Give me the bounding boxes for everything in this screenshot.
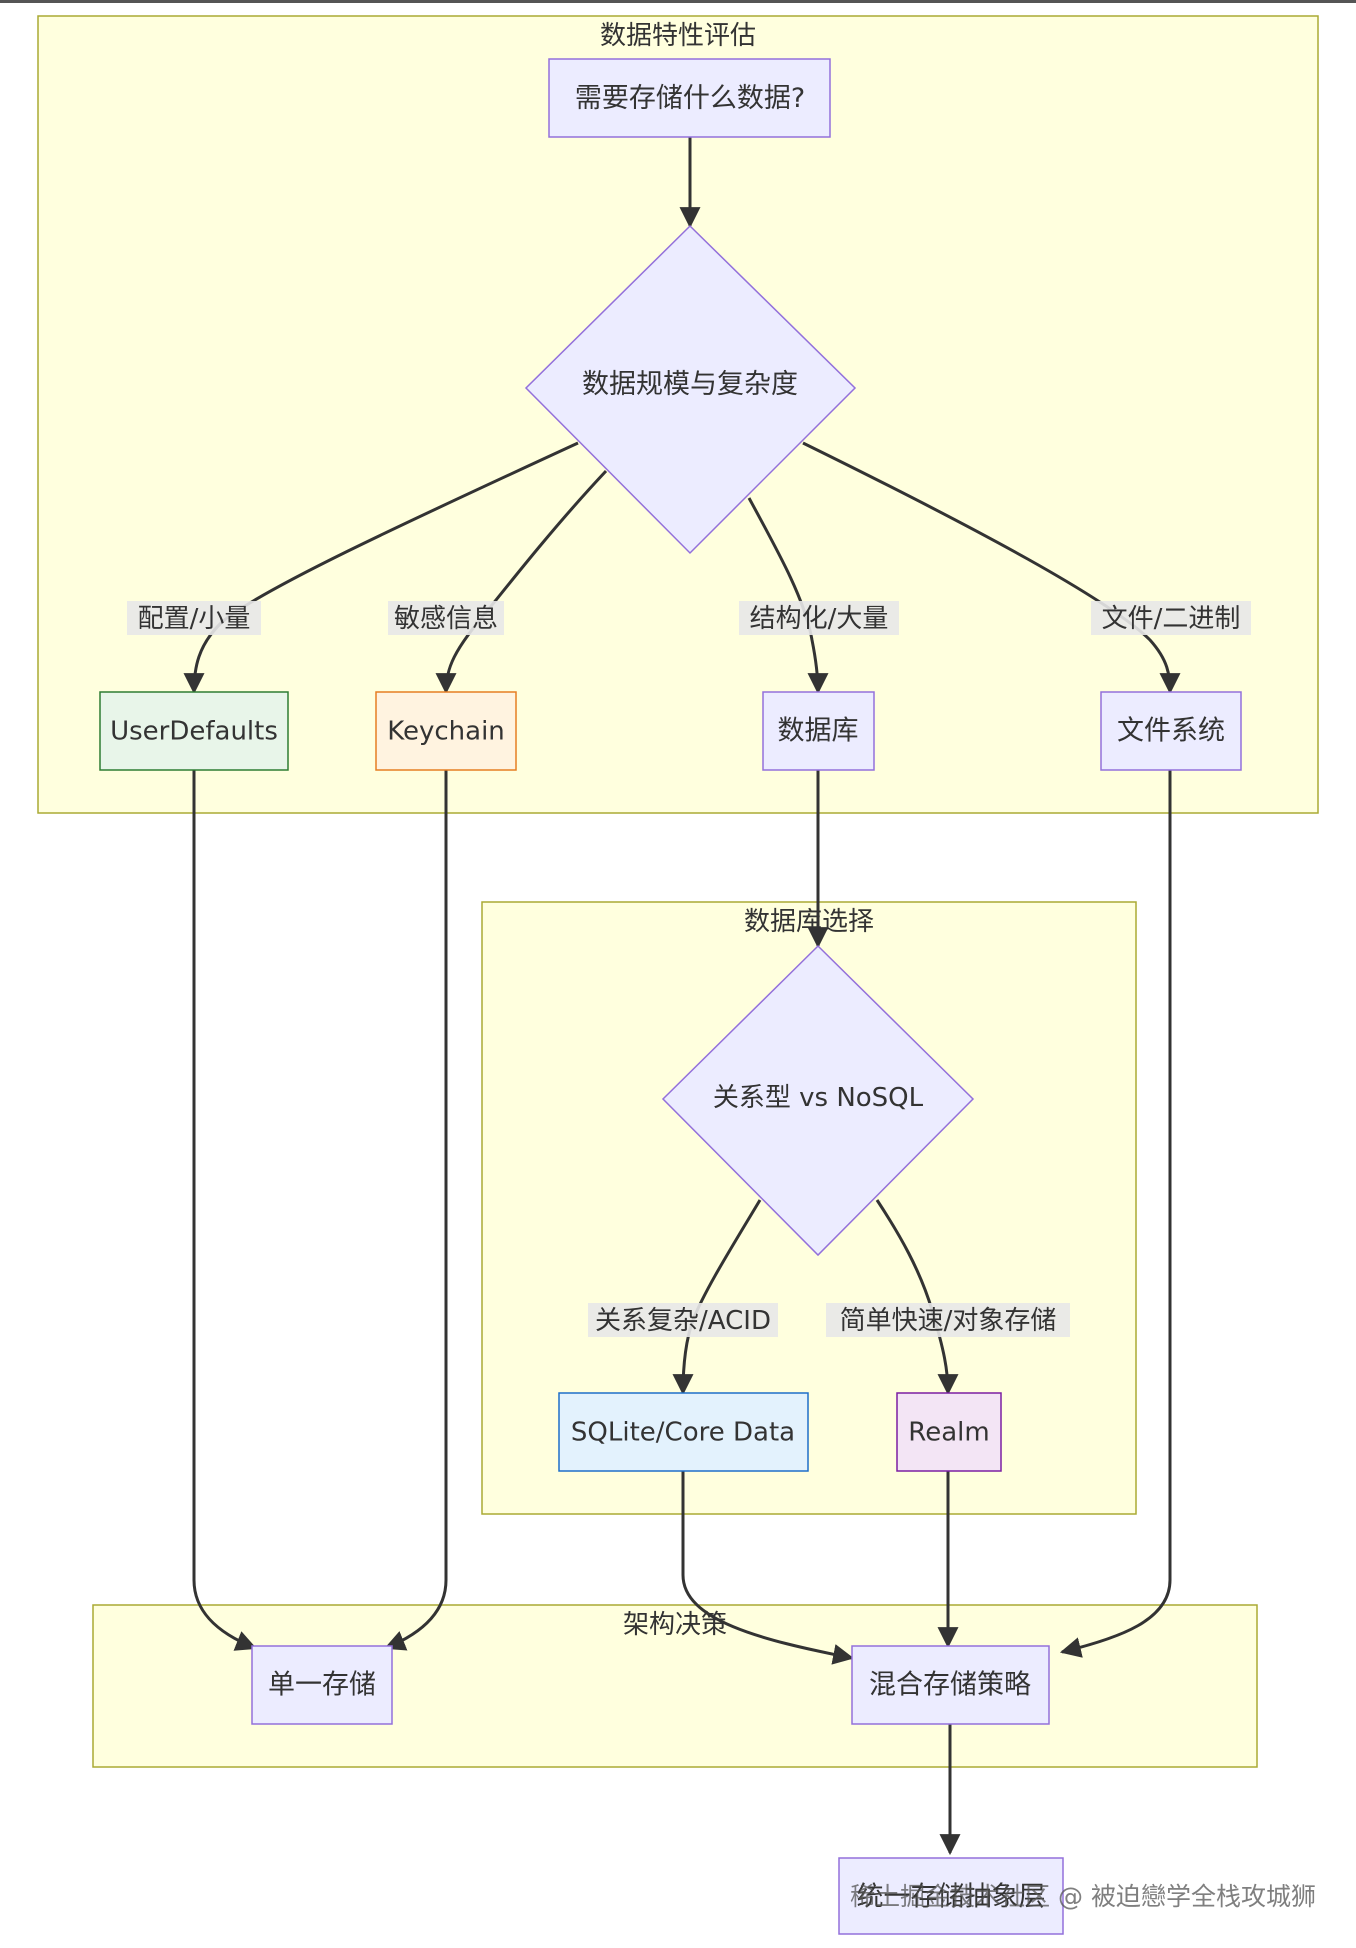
node-sqlite-coredata[interactable]: SQLite/Core Data xyxy=(558,1392,809,1472)
edge-label-simple-object: 简单快速/对象存储 xyxy=(826,1303,1070,1337)
svg-text:关系复杂/ACID: 关系复杂/ACID xyxy=(595,1306,771,1336)
node-single-storage[interactable]: 单一存储 xyxy=(251,1645,393,1725)
svg-text:单一存储: 单一存储 xyxy=(268,1670,376,1701)
svg-text:SQLite/Core Data: SQLite/Core Data xyxy=(571,1418,795,1448)
node-realm[interactable]: Realm xyxy=(896,1392,1002,1472)
node-scale-decision[interactable]: 数据规模与复杂度 xyxy=(524,224,857,555)
watermark-text: 稀土掘金技术社区 @ 被迫戀学全栈攻城狮 xyxy=(850,1882,1316,1911)
cluster-title-data-evaluation: 数据特性评估 xyxy=(600,21,756,51)
svg-text:混合存储策略: 混合存储策略 xyxy=(869,1670,1031,1701)
svg-text:文件系统: 文件系统 xyxy=(1117,716,1225,747)
node-relational-vs-nosql-decision[interactable]: 关系型 vs NoSQL xyxy=(661,944,975,1257)
node-hybrid-storage[interactable]: 混合存储策略 xyxy=(851,1645,1050,1725)
svg-text:关系型 vs NoSQL: 关系型 vs NoSQL xyxy=(713,1083,924,1113)
svg-text:统一存储抽象层: 统一存储抽象层 xyxy=(857,1882,1046,1913)
svg-text:简单快速/对象存储: 简单快速/对象存储 xyxy=(840,1306,1057,1336)
node-keychain[interactable]: Keychain xyxy=(375,691,517,771)
node-unified-abstraction[interactable]: 统一存储抽象层 xyxy=(838,1857,1064,1935)
edge-label-structured: 结构化/大量 xyxy=(739,601,899,635)
edge-keychain-to-single xyxy=(384,770,448,1651)
svg-text:文件/二进制: 文件/二进制 xyxy=(1102,604,1241,634)
node-database[interactable]: 数据库 xyxy=(762,691,875,771)
edge-label-file-binary: 文件/二进制 xyxy=(1091,601,1251,635)
svg-text:UserDefaults: UserDefaults xyxy=(110,717,278,747)
window-top-border xyxy=(0,0,1356,3)
svg-text:敏感信息: 敏感信息 xyxy=(394,604,498,634)
edge-userdefaults-to-single xyxy=(192,770,257,1651)
svg-text:数据库: 数据库 xyxy=(778,716,859,747)
svg-text:Realm: Realm xyxy=(908,1418,989,1448)
svg-text:配置/小量: 配置/小量 xyxy=(138,604,251,634)
node-filesystem[interactable]: 文件系统 xyxy=(1100,691,1242,771)
cluster-title-database-selection: 数据库选择 xyxy=(744,907,874,937)
edge-scale-to-userdefaults xyxy=(183,441,579,695)
edge-label-config-small: 配置/小量 xyxy=(127,601,261,635)
node-start[interactable]: 需要存储什么数据? xyxy=(548,58,831,138)
svg-text:数据规模与复杂度: 数据规模与复杂度 xyxy=(582,369,798,400)
edge-label-relational-acid: 关系复杂/ACID xyxy=(588,1303,778,1337)
node-userdefaults[interactable]: UserDefaults xyxy=(99,691,289,771)
svg-text:Keychain: Keychain xyxy=(387,717,505,747)
edge-label-sensitive: 敏感信息 xyxy=(388,601,504,635)
edge-filesystem-to-hybrid xyxy=(1059,770,1172,1658)
edge-sqlite-to-hybrid xyxy=(681,1471,855,1665)
svg-text:结构化/大量: 结构化/大量 xyxy=(750,604,889,634)
svg-text:需要存储什么数据?: 需要存储什么数据? xyxy=(575,83,805,114)
